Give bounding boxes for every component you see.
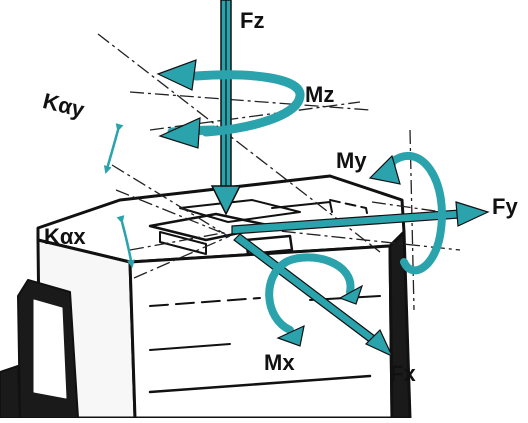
label-mx: Mx (264, 350, 295, 375)
k-alpha-x-angle-arc (116, 215, 135, 268)
k-alpha-y-angle-arc (103, 123, 124, 174)
label-my: My (336, 148, 367, 173)
moment-arrow-mx (265, 253, 355, 334)
mz-arrowhead-bottom (158, 117, 201, 149)
label-mz: Mz (305, 82, 335, 107)
label-fz: Fz (240, 8, 265, 33)
force-arrow-fz (210, 0, 242, 216)
my-arrowhead (368, 154, 401, 185)
label-k-alpha-x: Kαx (44, 224, 86, 249)
force-arrow-fx (233, 233, 394, 358)
label-fy: Fy (492, 194, 518, 219)
mz-arrowhead-top (156, 59, 197, 91)
mx-arrowhead-bottom (276, 324, 305, 347)
mx-arrowhead-right (338, 284, 364, 305)
force-arrow-fy (231, 201, 490, 235)
label-fx: Fx (390, 361, 416, 386)
